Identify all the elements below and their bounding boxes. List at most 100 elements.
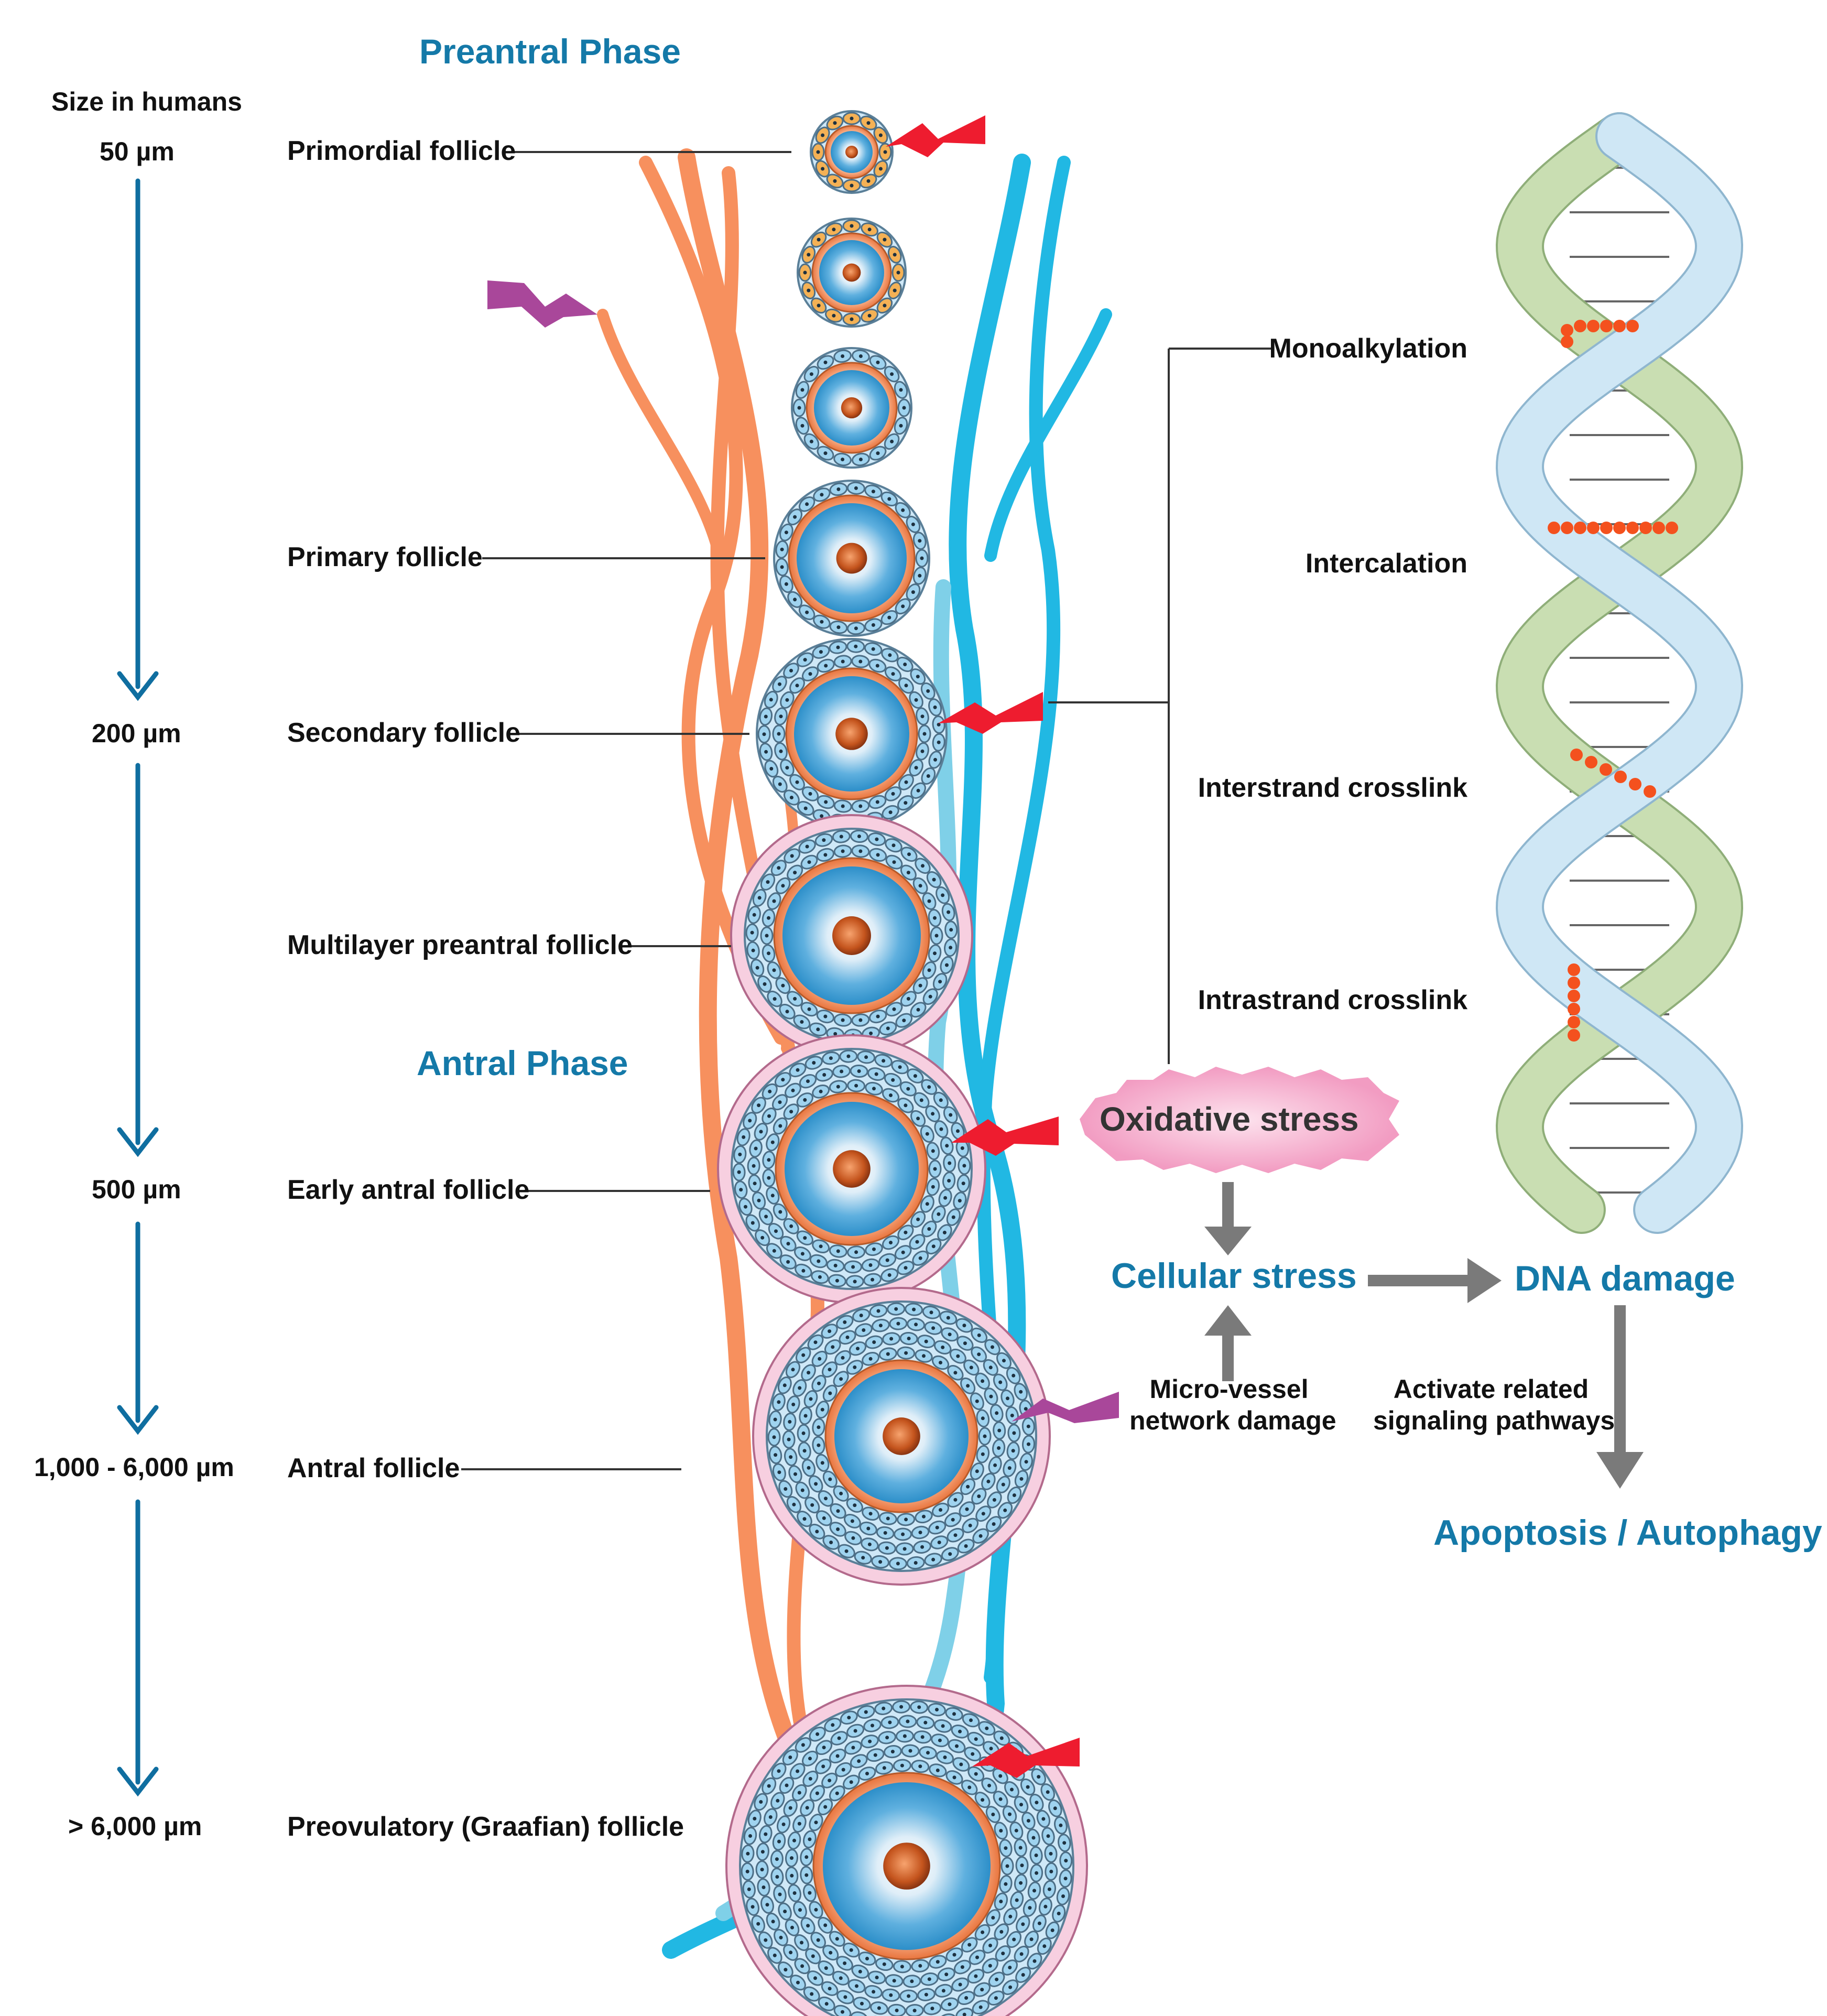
cell-nucleus — [816, 1938, 820, 1942]
cell-nucleus — [974, 1772, 978, 1776]
adduct-monoalkylation — [1561, 320, 1639, 348]
cell-nucleus — [987, 1783, 991, 1787]
cell-nucleus — [1004, 1846, 1008, 1850]
cell-nucleus — [872, 1340, 876, 1344]
cell-nucleus — [841, 1356, 845, 1360]
cell-nucleus — [925, 1202, 929, 1206]
cell-nucleus — [927, 1977, 931, 1981]
cell-nucleus — [918, 1256, 922, 1260]
cell-nucleus — [1010, 1413, 1014, 1417]
cell-nucleus — [891, 1078, 895, 1082]
cell-nucleus — [893, 288, 897, 292]
cell-nucleus — [891, 672, 895, 676]
cell-nucleus — [808, 1891, 812, 1895]
cell-nucleus — [986, 1479, 991, 1483]
cell-nucleus — [858, 1018, 863, 1022]
cell-nucleus — [797, 1791, 801, 1795]
cell-nucleus — [802, 1517, 807, 1521]
cell-nucleus — [857, 1759, 861, 1763]
cell-nucleus — [768, 1089, 772, 1093]
cell-nucleus — [764, 1832, 768, 1836]
cell-nucleus — [892, 1007, 896, 1011]
cell-nucleus — [904, 1351, 908, 1355]
cell-nucleus — [807, 288, 811, 292]
cell-nucleus — [776, 1798, 780, 1803]
cell-nucleus — [822, 1516, 826, 1520]
cell-nucleus — [808, 1757, 812, 1761]
cell-nucleus — [966, 1384, 970, 1388]
cell-nucleus — [912, 2009, 917, 2013]
cell-nucleus — [800, 1020, 804, 1024]
cell-nucleus — [786, 1242, 790, 1246]
cell-nucleus — [936, 1960, 940, 1964]
adduct-dot — [1568, 990, 1580, 1002]
dna-strand-blue — [1497, 114, 1742, 1232]
cell-nucleus — [933, 951, 937, 956]
cell-nucleus — [936, 1768, 940, 1772]
cell-nucleus — [871, 647, 875, 651]
cell-nucleus — [876, 853, 880, 857]
adduct-dot — [1587, 522, 1600, 534]
cell-nucleus — [835, 1937, 839, 1941]
cell-nucleus — [784, 1968, 788, 1972]
cell-nucleus — [841, 1018, 845, 1022]
cell-nucleus — [943, 1196, 948, 1200]
cell-nucleus — [855, 1984, 858, 1988]
cell-nucleus — [1046, 1790, 1050, 1794]
cell-nucleus — [780, 565, 784, 569]
arrow-microvessel-to-cellular — [1222, 1326, 1234, 1381]
cell-nucleus — [882, 1766, 886, 1770]
cell-nucleus — [920, 749, 925, 753]
micro-vessel-label: Micro-vessel network damage — [1129, 1373, 1336, 1436]
cell-nucleus — [981, 1512, 985, 1516]
cell-nucleus — [818, 1357, 822, 1361]
cell-nucleus — [969, 1718, 973, 1722]
cell-nucleus — [938, 980, 942, 984]
cell-nucleus — [793, 996, 797, 1001]
cell-nucleus — [824, 800, 828, 804]
cell-nucleus — [762, 1885, 766, 1889]
cell-nucleus — [847, 1716, 851, 1720]
cell-nucleus — [1063, 1877, 1068, 1881]
cell-nucleus — [793, 871, 797, 875]
arrow-dna-to-apoptosis — [1614, 1305, 1626, 1457]
adduct-dot — [1652, 522, 1665, 534]
cell-nucleus — [820, 493, 824, 497]
cell-nucleus — [837, 1736, 841, 1740]
cell-nucleus — [876, 1309, 880, 1313]
cell-nucleus — [773, 1417, 777, 1422]
follicle-7 — [752, 1287, 1051, 1586]
cell-nucleus — [948, 1161, 952, 1165]
cell-nucleus — [802, 1449, 807, 1453]
cell-nucleus — [903, 663, 907, 666]
label-antral-follicle: Antral follicle — [287, 1453, 460, 1483]
cell-nucleus — [771, 1920, 775, 1924]
cell-nucleus — [887, 1273, 891, 1277]
cell-nucleus — [937, 1212, 941, 1216]
cell-nucleus — [939, 1508, 942, 1512]
adduct-dot — [1568, 1003, 1580, 1015]
cell-nucleus — [939, 1127, 943, 1131]
micro-vessel-line-2: network damage — [1129, 1406, 1336, 1435]
cell-nucleus — [904, 1518, 908, 1522]
cell-nucleus — [841, 354, 845, 358]
cell-nucleus — [892, 860, 896, 864]
cell-nucleus — [851, 1746, 855, 1750]
purple-bolt-left — [487, 280, 597, 328]
cell-nucleus — [824, 2002, 829, 2006]
cell-nucleus — [752, 913, 756, 917]
cell-nucleus — [784, 530, 788, 535]
cell-nucleus — [871, 623, 875, 627]
cell-nucleus — [900, 1965, 904, 1969]
label-primordial-follicle: Primordial follicle — [287, 136, 516, 166]
cell-nucleus — [977, 1494, 981, 1498]
cell-nucleus — [770, 1140, 775, 1144]
cell-nucleus — [805, 502, 809, 506]
cell-nucleus — [753, 1817, 757, 1820]
cell-nucleus — [841, 849, 845, 853]
adduct-intrastrand — [1568, 963, 1580, 1042]
cell-nucleus — [933, 705, 937, 709]
cell-nucleus — [815, 1732, 820, 1736]
cell-nucleus — [890, 1750, 895, 1754]
cell-nucleus — [916, 1007, 920, 1012]
